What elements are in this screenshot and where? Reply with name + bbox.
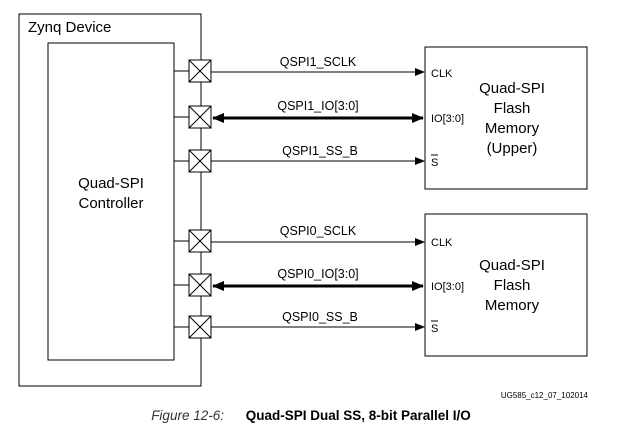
flash-lower-pin-ss: S	[431, 323, 438, 335]
figure-title: Quad-SPI Dual SS, 8-bit Parallel I/O	[245, 408, 471, 423]
flash-upper-title-line3: Memory	[485, 120, 540, 137]
qspi1-sclk-label: QSPI1_SCLK	[280, 55, 357, 69]
flash-upper-box	[424, 46, 588, 190]
flash-upper-title-line4: (Upper)	[487, 140, 538, 157]
controller-label-line2: Controller	[78, 195, 143, 212]
controller-box	[47, 42, 175, 361]
qspi0-ss-label: QSPI0_SS_B	[282, 310, 358, 324]
qspi0-sclk-label: QSPI0_SCLK	[280, 224, 357, 238]
flash-upper-pin-clk: CLK	[431, 68, 453, 80]
io-pad-qspi1-io	[188, 105, 212, 129]
controller-label-line1: Quad-SPI	[78, 175, 144, 192]
zynq-device-title: Zynq Device	[28, 19, 111, 36]
flash-lower-box	[424, 213, 588, 357]
controller-pad-links	[174, 70, 189, 328]
figure-footnote-id: UG585_c12_07_102014	[501, 391, 589, 400]
qspi1-io-label: QSPI1_IO[3:0]	[277, 99, 358, 113]
qspi1-ss-label: QSPI1_SS_B	[282, 144, 358, 158]
io-pad-qspi0-sclk	[188, 229, 212, 253]
flash-lower-pin-clk: CLK	[431, 237, 453, 249]
flash-lower-title-line3: Memory	[485, 297, 540, 314]
flash-lower-pin-io: IO[3:0]	[431, 281, 464, 293]
io-pad-qspi0-ss	[188, 315, 212, 339]
io-pad-qspi1-sclk	[188, 59, 212, 83]
zynq-device-box	[18, 13, 202, 387]
figure-caption: Figure 12-6: Quad-SPI Dual SS, 8-bit Par…	[0, 408, 622, 423]
qspi0-io-label: QSPI0_IO[3:0]	[277, 267, 358, 281]
figure-number: Figure 12-6:	[151, 408, 224, 423]
io-pad-qspi0-io	[188, 273, 212, 297]
flash-lower-title-line2: Flash	[494, 277, 531, 294]
flash-upper-title-line1: Quad-SPI	[479, 80, 545, 97]
flash-upper-pin-ss: S	[431, 157, 438, 169]
flash-lower-title-line1: Quad-SPI	[479, 257, 545, 274]
flash-upper-title-line2: Flash	[494, 100, 531, 117]
flash-upper-pin-io: IO[3:0]	[431, 113, 464, 125]
io-pad-qspi1-ss	[188, 149, 212, 173]
quad-spi-diagram: Zynq Device Quad-SPI Controller QSPI1_SC…	[18, 13, 589, 400]
